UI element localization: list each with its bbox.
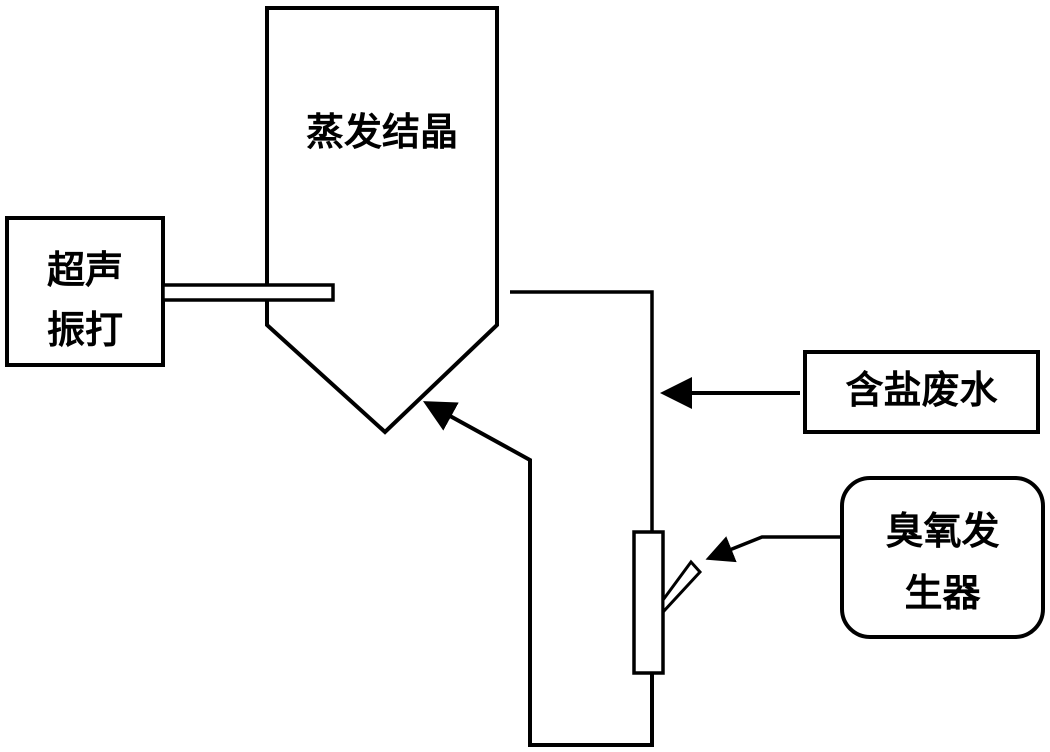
ozone-feed-arrow [705, 535, 840, 563]
saline-wastewater-label: 含盐废水 [845, 368, 998, 412]
saline-wastewater-box [803, 350, 1040, 434]
ozone-generator-box [840, 476, 1045, 639]
ozone-label-line-1: 臭氧发 [885, 509, 1000, 553]
ozone-nozzle [661, 559, 703, 616]
ultrasonic-label-line-1: 超声 [46, 248, 123, 292]
ozone-mixer-tube [632, 530, 665, 675]
ultrasonic-rod [161, 283, 335, 302]
crystallizer-vessel [265, 6, 499, 435]
outlet-pipe [510, 290, 654, 532]
ultrasonic-label-line-2: 振打 [46, 308, 123, 352]
ultrasonic-label: 超声 振打 [7, 240, 163, 360]
return-pipe [422, 401, 654, 747]
crystallizer-label: 蒸发结晶 [305, 110, 458, 154]
ozone-generator-label: 臭氧发 生器 [842, 500, 1043, 624]
ozone-label-line-2: 生器 [904, 571, 981, 615]
